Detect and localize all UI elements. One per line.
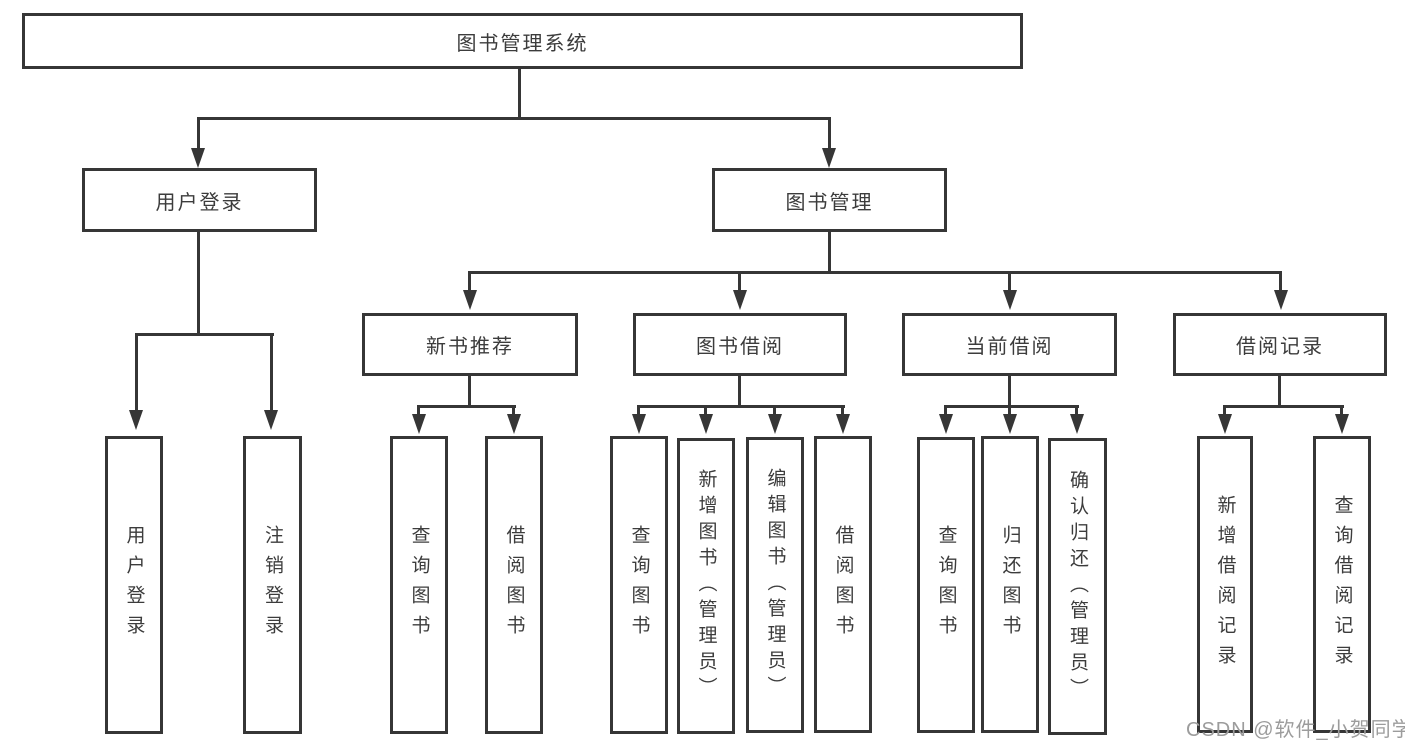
arrow-down-icon: [939, 414, 953, 434]
connector-nb-stub: [468, 376, 471, 407]
connector-cb-rail: [944, 405, 1079, 408]
node-leaf-nb-borrow: 借阅图书: [485, 436, 543, 734]
node-leaf-cb-query: 查询图书: [917, 437, 975, 733]
connector-mgmt-rail: [469, 271, 1282, 274]
node-leaf-bb-query-label: 查询图书: [628, 525, 650, 645]
arrow-down-icon: [1003, 414, 1017, 434]
arrow-down-icon: [836, 414, 850, 434]
connector-login-drop-2: [270, 333, 273, 411]
arrow-down-icon: [191, 148, 205, 168]
arrow-down-icon: [632, 414, 646, 434]
node-leaf-logout: 注销登录: [243, 436, 302, 734]
connector-mgmt-drop-1: [468, 271, 471, 292]
node-new-book-recommend: 新书推荐: [362, 313, 578, 376]
node-borrow-records-label: 借阅记录: [1236, 336, 1324, 358]
connector-login-stub: [197, 232, 200, 335]
node-leaf-bb-borrow-label: 借阅图书: [832, 524, 854, 645]
connector-mgmt-stub: [828, 232, 831, 273]
node-leaf-cb-return: 归还图书: [981, 436, 1039, 733]
node-leaf-cb-confirm: 确认归还（管理员）: [1048, 438, 1107, 735]
connector-root-rail: [197, 117, 831, 120]
connector-cb-stub: [1008, 376, 1011, 407]
node-leaf-user-login-label: 用户登录: [123, 525, 145, 645]
node-leaf-rec-query-label: 查询借阅记录: [1331, 494, 1353, 675]
node-leaf-bb-edit-label: 编辑图书（管理员）: [764, 468, 786, 702]
node-book-borrow: 图书借阅: [633, 313, 847, 376]
connector-root-drop-right: [828, 117, 831, 149]
arrow-down-icon: [264, 410, 278, 430]
node-user-login: 用户登录: [82, 168, 317, 232]
node-current-borrow: 当前借阅: [902, 313, 1117, 376]
connector-mgmt-drop-4: [1279, 271, 1282, 292]
arrow-down-icon: [1003, 290, 1017, 310]
arrow-down-icon: [699, 414, 713, 434]
node-book-management-label: 图书管理: [785, 191, 874, 214]
node-leaf-rec-add-label: 新增借阅记录: [1214, 494, 1236, 675]
connector-rec-rail: [1223, 405, 1344, 408]
node-leaf-bb-add-label: 新增图书（管理员）: [695, 469, 717, 703]
node-leaf-nb-query-label: 查询图书: [408, 525, 430, 645]
connector-login-rail: [135, 333, 274, 336]
connector-bb-drop-2: [704, 405, 707, 415]
node-leaf-logout-label: 注销登录: [262, 525, 283, 645]
connector-bb-rail: [637, 405, 845, 408]
connector-cb-drop-3: [1075, 405, 1078, 415]
node-leaf-bb-borrow: 借阅图书: [814, 436, 872, 733]
node-borrow-records: 借阅记录: [1173, 313, 1387, 376]
connector-root-drop-left: [197, 117, 200, 149]
node-leaf-rec-add: 新增借阅记录: [1197, 436, 1253, 733]
node-leaf-bb-edit: 编辑图书（管理员）: [746, 437, 804, 733]
node-leaf-bb-add: 新增图书（管理员）: [677, 438, 735, 734]
node-book-management: 图书管理: [712, 168, 947, 232]
arrow-down-icon: [768, 414, 782, 434]
connector-mgmt-drop-3: [1008, 271, 1011, 292]
connector-rec-drop-1: [1223, 405, 1226, 415]
node-leaf-user-login: 用户登录: [105, 436, 163, 734]
node-book-borrow-label: 图书借阅: [696, 336, 784, 358]
connector-root-stub: [518, 69, 521, 118]
connector-nb-drop-2: [512, 405, 515, 415]
connector-nb-rail: [417, 405, 516, 408]
arrow-down-icon: [1274, 290, 1288, 310]
connector-rec-drop-2: [1340, 405, 1343, 415]
connector-bb-stub: [738, 376, 741, 407]
arrow-down-icon: [129, 410, 143, 430]
connector-cb-drop-1: [944, 405, 947, 415]
node-leaf-nb-borrow-label: 借阅图书: [503, 525, 525, 645]
node-leaf-cb-confirm-label: 确认归还（管理员）: [1067, 469, 1088, 704]
csdn-watermark: CSDN @软件_小贺同学: [1186, 719, 1405, 741]
arrow-down-icon: [1070, 414, 1084, 434]
connector-bb-drop-4: [841, 405, 844, 415]
connector-cb-drop-2: [1008, 405, 1011, 415]
arrow-down-icon: [463, 290, 477, 310]
arrow-down-icon: [1335, 414, 1349, 434]
node-root: 图书管理系统: [22, 13, 1023, 69]
node-user-login-label: 用户登录: [155, 191, 244, 214]
arrow-down-icon: [733, 290, 747, 310]
node-leaf-bb-query: 查询图书: [610, 436, 668, 734]
arrow-down-icon: [412, 414, 426, 434]
connector-login-drop-1: [135, 333, 138, 411]
connector-nb-drop-1: [417, 405, 420, 415]
arrow-down-icon: [1218, 414, 1232, 434]
node-root-label: 图书管理系统: [456, 32, 589, 55]
node-leaf-cb-return-label: 归还图书: [999, 524, 1021, 645]
node-current-borrow-label: 当前借阅: [965, 336, 1054, 358]
arrow-down-icon: [507, 414, 521, 434]
node-new-book-recommend-label: 新书推荐: [426, 336, 514, 358]
connector-bb-drop-3: [773, 405, 776, 415]
arrow-down-icon: [822, 148, 836, 168]
node-leaf-cb-query-label: 查询图书: [935, 525, 957, 645]
node-leaf-rec-query: 查询借阅记录: [1313, 436, 1371, 733]
connector-rec-stub: [1278, 376, 1281, 407]
connector-mgmt-drop-2: [738, 271, 741, 292]
connector-bb-drop-1: [637, 405, 640, 415]
node-leaf-nb-query: 查询图书: [390, 436, 448, 734]
